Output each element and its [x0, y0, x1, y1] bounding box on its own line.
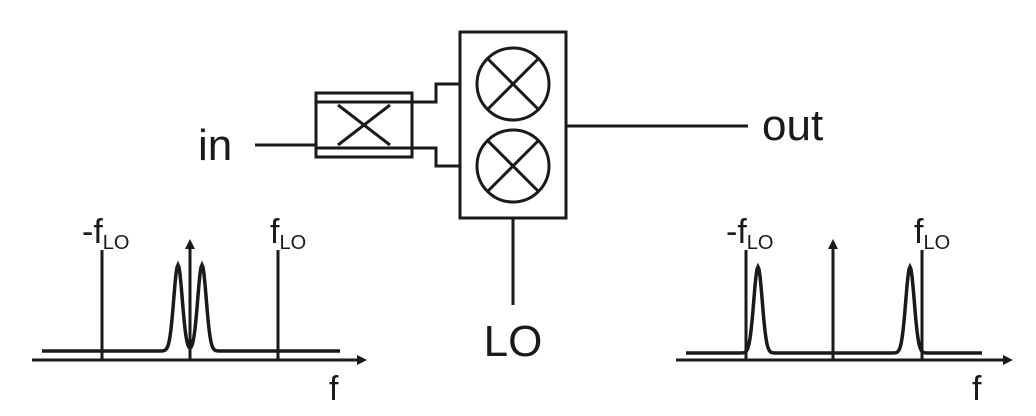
coupler-to-mixer-bottom-wire [412, 146, 460, 168]
input-label: in [198, 121, 232, 170]
flo-label: fLO [270, 213, 306, 254]
freq-axis-label: f [329, 370, 339, 408]
output-spectrum-trace [686, 262, 982, 355]
input-spectrum-trace [42, 260, 340, 353]
output-label: out [762, 101, 823, 150]
neg-flo-label: -fLO [726, 213, 773, 254]
flo-label: fLO [914, 213, 950, 254]
freq-axis-label: f [972, 370, 982, 408]
coupler-to-mixer-top-wire [412, 82, 460, 104]
output-spectrum: -fLO fLO f [676, 213, 1013, 408]
mixer-icon [475, 128, 551, 204]
mixer-icon [475, 46, 551, 122]
block-diagram: in out LO [198, 30, 823, 366]
hybrid-coupler-icon [314, 91, 414, 159]
mixer-block [458, 30, 568, 220]
neg-flo-label: -fLO [82, 213, 129, 254]
input-spectrum: -fLO fLO f [32, 213, 367, 408]
lo-label: LO [484, 317, 543, 366]
